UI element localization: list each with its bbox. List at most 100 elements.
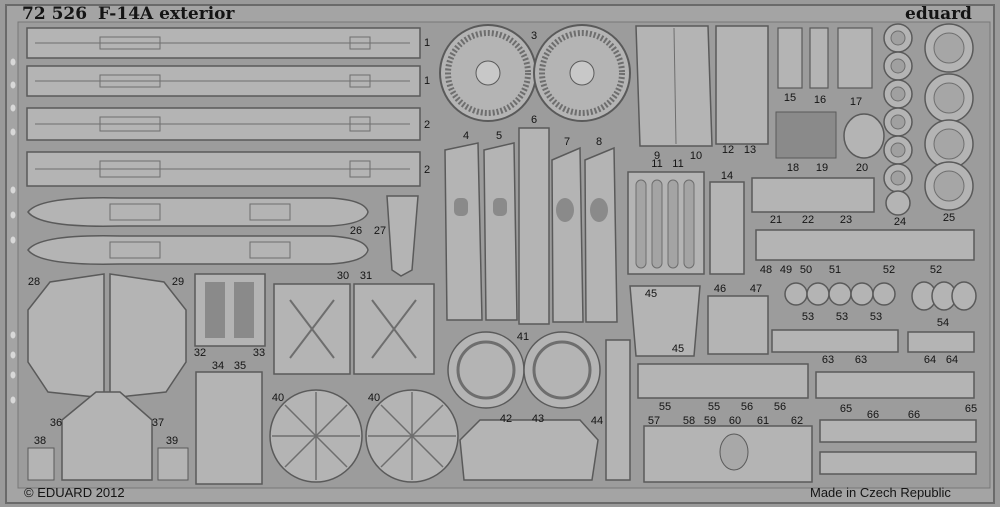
part-46-47: [707, 295, 769, 355]
part-number: 15: [783, 92, 797, 104]
part-number: 64: [945, 354, 959, 366]
part-number: 5: [495, 130, 503, 142]
part-number: 38: [33, 435, 47, 447]
part-number: 47: [749, 283, 763, 295]
part-number: 49: [779, 264, 793, 276]
part-42-43: [459, 419, 599, 481]
part-45: [629, 285, 701, 357]
part-number: 42: [499, 413, 513, 425]
pointed-strips: [27, 197, 369, 265]
part-number: 14: [720, 170, 734, 182]
part-number: 55: [707, 401, 721, 413]
part-number: 24: [893, 216, 907, 228]
part-number: 66: [866, 409, 880, 421]
part-48-52: [755, 229, 975, 261]
part-number: 35: [233, 360, 247, 372]
part-number: 64: [923, 354, 937, 366]
part-number: 65: [964, 403, 978, 415]
part-number: 18: [786, 162, 800, 174]
part-number: 9: [653, 150, 661, 162]
small-strips: [777, 27, 873, 89]
rings-54: [911, 281, 977, 311]
part-number: 26: [349, 225, 363, 237]
part-44: [605, 339, 631, 481]
part-9-10: [635, 25, 713, 147]
part-number: 39: [165, 435, 179, 447]
part-number: 17: [849, 96, 863, 108]
part-number: 59: [703, 415, 717, 427]
door-panels: [444, 127, 618, 325]
part-number: 11: [651, 158, 663, 170]
set-code: 72 526: [22, 4, 88, 24]
set-title: F-14A exterior: [98, 4, 235, 24]
part-64: [907, 331, 975, 353]
part-number: 2: [423, 164, 431, 176]
part-number: 34: [211, 360, 225, 372]
part-number: 66: [907, 409, 921, 421]
part-number: 1: [423, 75, 431, 87]
part-number: 19: [815, 162, 829, 174]
part-number: 1: [423, 37, 431, 49]
part-number: 41: [516, 331, 530, 343]
part-number: 40: [367, 392, 381, 404]
part-number: 30: [336, 270, 350, 282]
part-number: 52: [929, 264, 943, 276]
part-number: 53: [869, 311, 883, 323]
part-14: [709, 181, 745, 275]
part-number: 13: [743, 144, 757, 156]
part-number: 54: [936, 317, 950, 329]
part-63: [771, 329, 899, 353]
part-number: 45: [671, 343, 685, 355]
sprue-tabs: [10, 58, 16, 404]
part-number: 53: [801, 311, 815, 323]
part-number: 20: [855, 162, 869, 174]
part-38: [27, 447, 55, 481]
part-number: 6: [530, 114, 538, 126]
part-number: 3: [530, 30, 538, 42]
part-number: 31: [359, 270, 373, 282]
part-21-23: [751, 177, 875, 213]
part-number: 57: [647, 415, 661, 427]
part-number: 25: [942, 212, 956, 224]
part-number: 53: [835, 311, 849, 323]
copyright-text: © EDUARD 2012: [24, 485, 125, 500]
part-55-56: [637, 363, 809, 399]
part-number: 12: [721, 144, 735, 156]
part-30-31: [273, 283, 435, 375]
part-number: 37: [151, 417, 165, 429]
part-number: 61: [756, 415, 770, 427]
part-number: 40: [271, 392, 285, 404]
part-34-35: [195, 371, 263, 485]
rings-53: [784, 282, 896, 306]
part-number: 4: [462, 130, 470, 142]
brand-name: eduard: [905, 4, 972, 24]
part-20: [843, 113, 885, 159]
part-36-37: [61, 391, 153, 481]
fan-parts: [439, 24, 631, 122]
part-65-66: [815, 371, 977, 475]
part-number: 62: [790, 415, 804, 427]
part-39: [157, 447, 189, 481]
part-number: 56: [740, 401, 754, 413]
part-number: 63: [821, 354, 835, 366]
part-number: 44: [590, 415, 604, 427]
part-number: 22: [801, 214, 815, 226]
part-number: 21: [769, 214, 783, 226]
part-number: 2: [423, 119, 431, 131]
part-number: 51: [828, 264, 842, 276]
part-number: 29: [171, 276, 185, 288]
part-number: 8: [595, 136, 603, 148]
part-number: 16: [813, 94, 827, 106]
part-number: 45: [644, 288, 658, 300]
part-number: 48: [759, 264, 773, 276]
part-number: 52: [882, 264, 896, 276]
part-number: 60: [728, 415, 742, 427]
part-number: 50: [799, 264, 813, 276]
part-number: 23: [839, 214, 853, 226]
origin-text: Made in Czech Republic: [810, 485, 951, 500]
part-number: 55: [658, 401, 672, 413]
part-number: 43: [531, 413, 545, 425]
part-number: 56: [773, 401, 787, 413]
part-number: 58: [682, 415, 696, 427]
